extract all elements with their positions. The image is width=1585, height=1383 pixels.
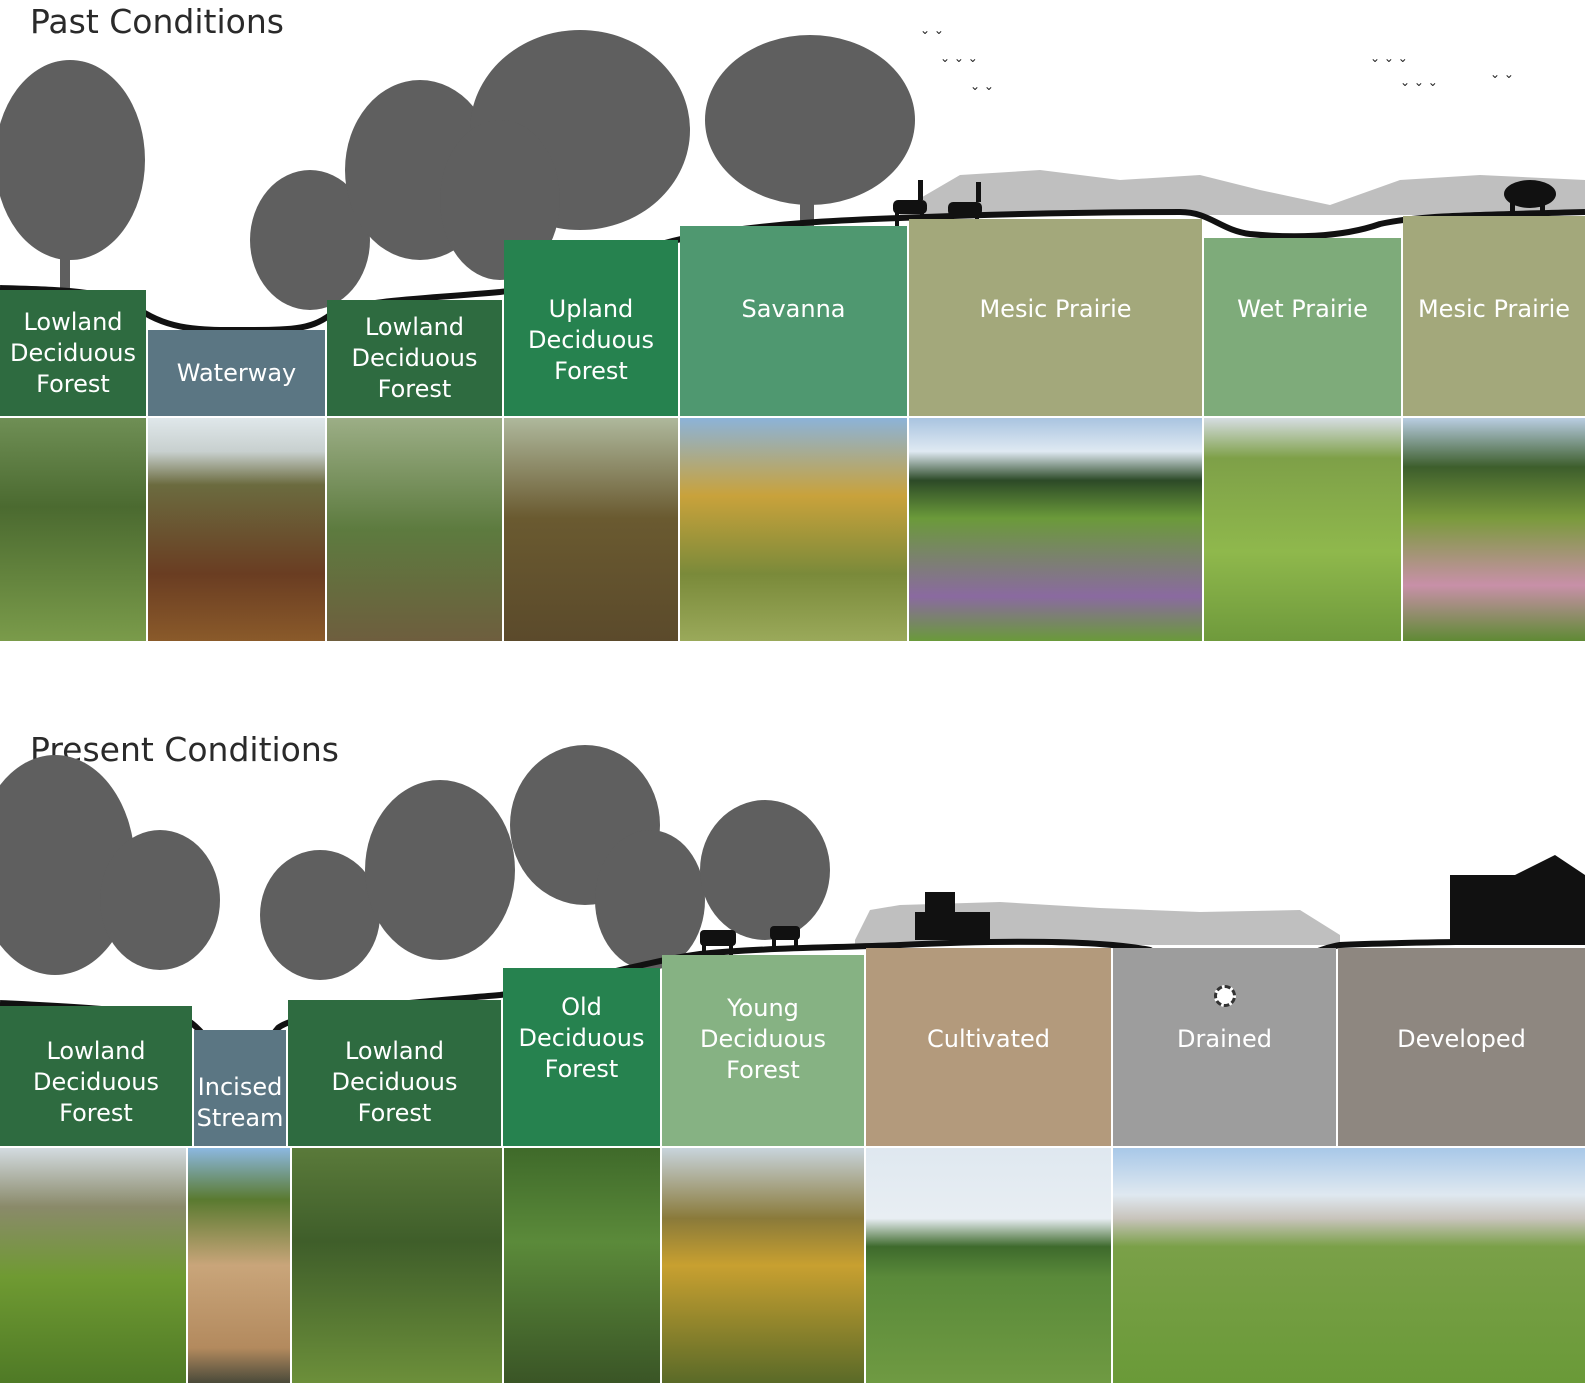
past-photo-savanna (680, 418, 907, 641)
zone-label: Lowland Deciduous Forest (331, 1036, 458, 1127)
present-tractor-silhouette (915, 892, 990, 940)
present-photo-cultivated (866, 1148, 1111, 1383)
present-photo-old-forest (504, 1148, 660, 1383)
svg-text:⌄ ⌄ ⌄: ⌄ ⌄ ⌄ (1370, 51, 1408, 65)
present-zone-developed: Developed (1338, 948, 1585, 1146)
past-zone-wet-prairie: Wet Prairie (1204, 238, 1401, 416)
past-photo-lowland-forest-1 (0, 418, 146, 641)
svg-text:⌄ ⌄ ⌄: ⌄ ⌄ ⌄ (1400, 75, 1438, 89)
zone-label: Incised Stream (196, 1073, 284, 1132)
zone-label: Mesic Prairie (1417, 295, 1571, 323)
zone-label: Lowland Deciduous Forest (33, 1036, 159, 1127)
past-photo-upland-forest (504, 418, 678, 641)
past-photo-wet-prairie (1204, 418, 1401, 641)
svg-text:⌄ ⌄ ⌄: ⌄ ⌄ ⌄ (940, 51, 978, 65)
past-zone-lowland-forest-1: Lowland Deciduous Forest (0, 290, 146, 416)
past-zone-mesic-prairie-2: Mesic Prairie (1403, 216, 1585, 416)
zone-label: Young Deciduous Forest (700, 994, 826, 1084)
present-photo-lowland-forest-1 (0, 1148, 186, 1383)
past-wildlife-silhouettes (893, 180, 1556, 228)
present-zone-lowland-forest-2: Lowland Deciduous Forest (288, 1000, 501, 1146)
past-birds-silhouettes: ⌄ ⌄ ⌄ ⌄ ⌄ ⌄ ⌄ ⌄ ⌄ ⌄ ⌄ ⌄ ⌄ ⌄ ⌄ (920, 23, 1514, 93)
present-zone-drained: Drained (1113, 948, 1336, 1146)
present-house-silhouette (1450, 855, 1585, 945)
present-photo-young-forest (662, 1148, 864, 1383)
past-photo-waterway (148, 418, 325, 641)
past-section-title: Past Conditions (30, 2, 284, 41)
zone-label: Wet Prairie (1237, 295, 1368, 323)
past-zone-waterway: Waterway (148, 330, 325, 416)
present-zone-young-forest: Young Deciduous Forest (662, 955, 864, 1146)
past-grass-silhouette (900, 170, 1585, 215)
past-zone-savanna: Savanna (680, 226, 907, 416)
zone-label: Drained (1177, 1025, 1272, 1053)
zone-label: Cultivated (926, 1025, 1051, 1053)
past-photo-lowland-forest-2 (327, 418, 502, 641)
present-photo-developed (1113, 1148, 1585, 1383)
drain-tile-icon (1214, 985, 1236, 1007)
zone-label: Savanna (741, 295, 846, 323)
present-tree-silhouettes (0, 745, 830, 980)
present-photo-incised-stream (188, 1148, 290, 1383)
past-tree-silhouettes (0, 30, 915, 310)
present-zone-old-forest: Old Deciduous Forest (503, 968, 660, 1146)
zone-label: Waterway (176, 358, 297, 387)
zone-label: Old Deciduous Forest (518, 993, 645, 1083)
zone-label: Upland Deciduous Forest (528, 295, 654, 385)
svg-text:⌄ ⌄: ⌄ ⌄ (1490, 67, 1514, 81)
zone-label: Mesic Prairie (979, 295, 1132, 323)
present-zone-incised-stream: Incised Stream (194, 1030, 286, 1146)
svg-text:⌄ ⌄: ⌄ ⌄ (920, 23, 944, 37)
present-zone-cultivated: Cultivated (866, 948, 1111, 1146)
present-livestock-silhouettes (700, 926, 800, 956)
present-zone-lowland-forest-1: Lowland Deciduous Forest (0, 1006, 192, 1146)
present-photo-lowland-forest-2 (292, 1148, 502, 1383)
past-photo-mesic-prairie-1 (909, 418, 1202, 641)
svg-text:⌄ ⌄: ⌄ ⌄ (970, 79, 994, 93)
past-photo-mesic-prairie-2 (1403, 418, 1585, 641)
zone-label: Lowland Deciduous Forest (351, 312, 478, 403)
zone-label: Lowland Deciduous Forest (10, 307, 136, 398)
past-zone-mesic-prairie-1: Mesic Prairie (909, 219, 1202, 416)
zone-label: Developed (1397, 1025, 1526, 1053)
past-zone-upland-forest: Upland Deciduous Forest (504, 240, 678, 416)
present-landscape-silhouette (0, 745, 1585, 1057)
past-zone-lowland-forest-2: Lowland Deciduous Forest (327, 300, 502, 416)
past-landscape-silhouette: ⌄ ⌄ ⌄ ⌄ ⌄ ⌄ ⌄ ⌄ ⌄ ⌄ ⌄ ⌄ ⌄ ⌄ ⌄ (0, 23, 1585, 333)
